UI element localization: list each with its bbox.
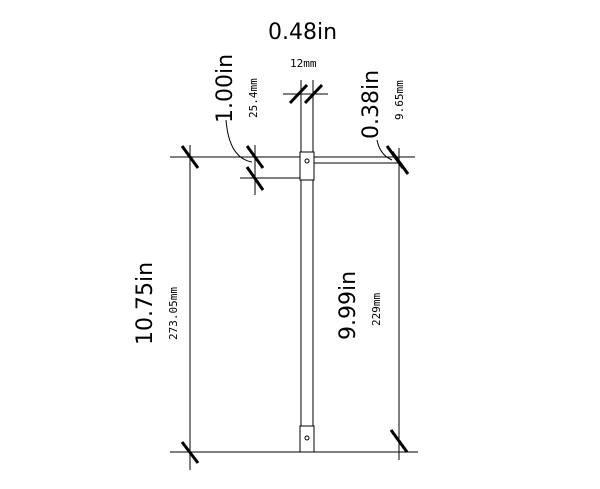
top-mounting-tab (299, 151, 315, 181)
tick-overall-top (180, 145, 200, 169)
right-offset-mm-label: 9.65mm (393, 80, 406, 120)
dimension-ticks (180, 83, 410, 464)
hole-spacing-inches-label: 9.99in (336, 271, 361, 340)
right-offset-inches-label: 0.38in (359, 70, 384, 139)
top-mounting-hole (304, 158, 310, 164)
left-offset-leader (225, 119, 253, 163)
left-offset-mm-label: 25.4mm (247, 78, 260, 118)
tick-left-offset-bottom (245, 166, 265, 191)
dimension-lines (170, 80, 418, 470)
tick-left-offset-top (245, 145, 265, 169)
right-offset-leader (376, 139, 393, 161)
bracket-part (299, 151, 315, 453)
tick-top-width-left (288, 83, 309, 105)
bottom-mounting-hole (304, 435, 310, 441)
tick-overall-bottom (180, 441, 200, 464)
tick-hole-spacing-bottom (389, 429, 409, 453)
bracket-bar (300, 156, 314, 453)
tick-right-offset-bottom (390, 151, 410, 175)
top-width-mm-label: 12mm (290, 57, 317, 70)
overall-length-inches-label: 10.75in (133, 262, 158, 345)
dimension-labels: 0.48in 12mm 1.00in 25.4mm 0.38in 9.65mm … (133, 20, 406, 345)
overall-length-mm-label: 273.05mm (167, 287, 180, 340)
tick-top-width-right (303, 83, 324, 105)
top-width-inches-label: 0.48in (268, 20, 337, 45)
left-offset-inches-label: 1.00in (213, 54, 238, 123)
hole-spacing-mm-label: 229mm (370, 293, 383, 326)
